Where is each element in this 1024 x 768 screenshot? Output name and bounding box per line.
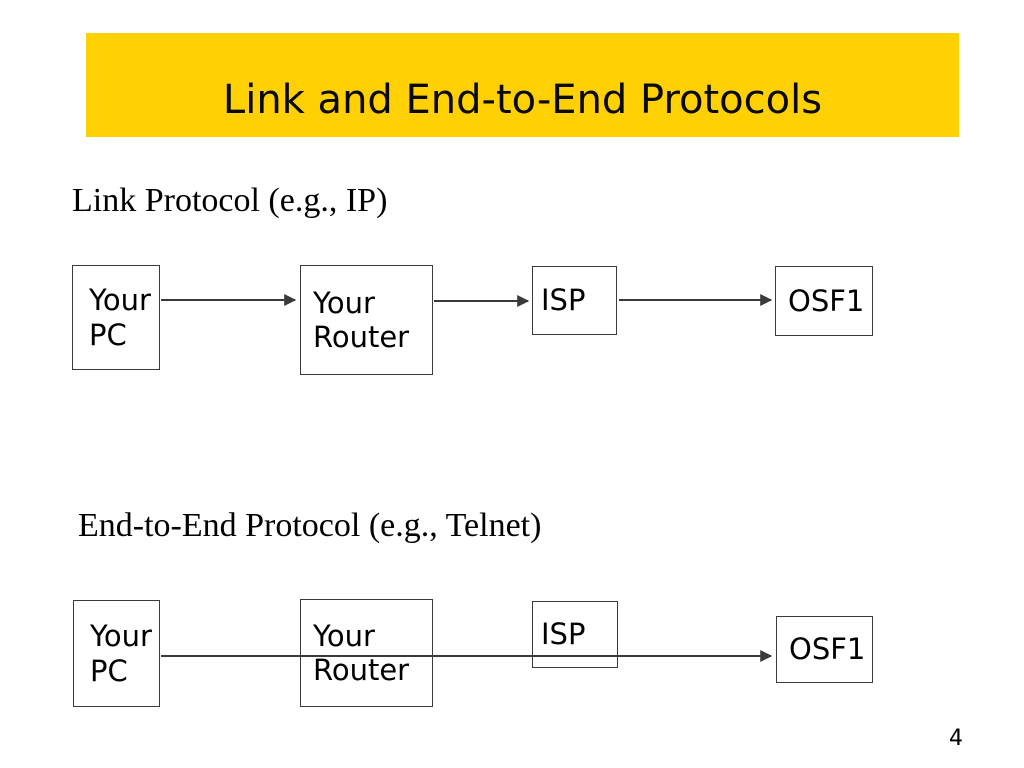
- node-label: OSF1: [788, 283, 865, 318]
- node-label: Your PC: [89, 283, 151, 352]
- diagram2-node-your-pc: Your PC: [73, 600, 160, 707]
- diagram2-node-osf1: OSF1: [776, 616, 873, 683]
- diagram1-node-osf1: OSF1: [775, 266, 873, 336]
- slide-title: Link and End-to-End Protocols: [222, 77, 823, 123]
- node-label: ISP: [541, 283, 586, 318]
- node-label: Your Router: [313, 285, 410, 354]
- title-banner: Link and End-to-End Protocols: [86, 33, 959, 137]
- node-label: ISP: [541, 617, 586, 652]
- section-label-end-to-end-protocol: End-to-End Protocol (e.g., Telnet): [78, 507, 542, 544]
- diagram1-node-isp: ISP: [532, 266, 617, 335]
- page-number: 4: [949, 726, 963, 751]
- node-label: Your Router: [313, 618, 410, 687]
- diagram1-node-your-router: Your Router: [300, 265, 433, 375]
- diagram1-node-your-pc: Your PC: [72, 265, 160, 370]
- node-label: OSF1: [789, 632, 866, 667]
- section-label-link-protocol: Link Protocol (e.g., IP): [72, 182, 388, 219]
- node-label: Your PC: [90, 619, 152, 688]
- diagram2-node-isp: ISP: [532, 601, 618, 668]
- diagram2-node-your-router: Your Router: [300, 599, 433, 707]
